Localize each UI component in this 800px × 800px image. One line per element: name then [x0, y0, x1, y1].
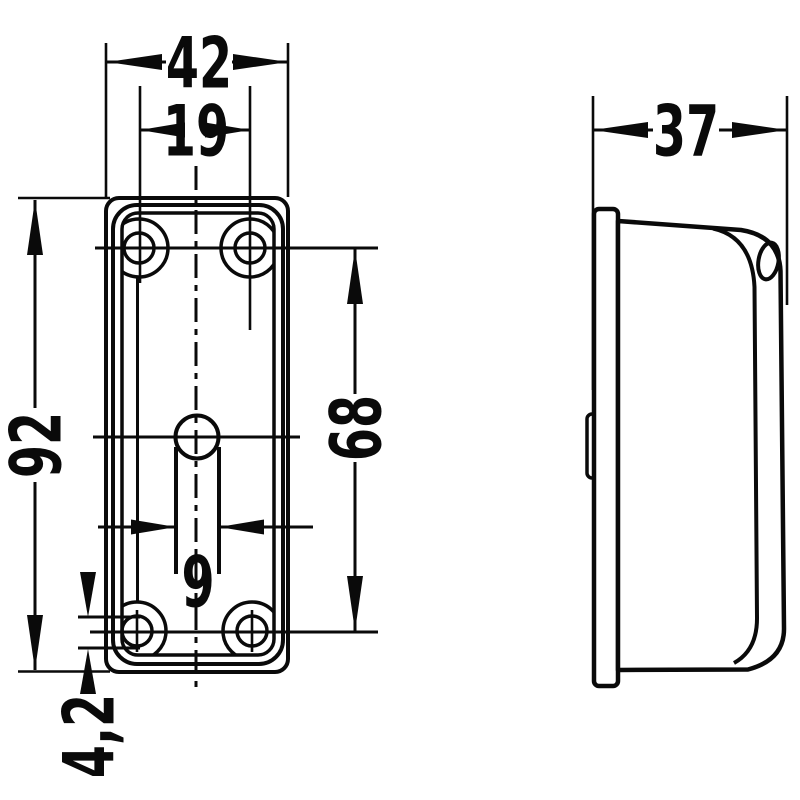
arrow-down-icon [80, 572, 96, 617]
dim-slot-width: 9 [98, 519, 313, 624]
center-hole-and-slot [173, 413, 221, 574]
arrow-down-icon [27, 615, 43, 670]
dim-overall-depth: 37 [591, 91, 789, 390]
arrow-up-icon [347, 249, 363, 304]
arrow-up-icon [27, 200, 43, 255]
housing-outline [111, 203, 285, 666]
lens-profile-outer [615, 218, 787, 673]
arrow-right-icon [131, 519, 176, 535]
dim-label-hole-spacing-y: 68 [316, 395, 398, 461]
boss-bottom-right [221, 600, 274, 655]
side-view: 37 [585, 91, 789, 689]
body-outlines [104, 196, 290, 674]
arrow-left-icon [140, 122, 185, 138]
arrow-right-icon [233, 54, 288, 70]
arrow-left-icon [219, 519, 264, 535]
dim-overall-height: 92 [0, 196, 110, 673]
arrow-right-icon [205, 122, 250, 138]
dim-label-slot-width: 9 [181, 542, 214, 624]
front-view: 42 19 92 68 [0, 23, 398, 778]
flange-profile [591, 206, 621, 689]
dim-label-depth: 37 [653, 91, 719, 173]
dim-label-hole-spacing-x: 19 [163, 91, 229, 173]
arrow-up-icon [80, 649, 96, 694]
dim-label-width: 42 [166, 23, 232, 105]
arrow-down-icon [347, 576, 363, 631]
dim-mounting-hole-diameter: 4,2 [49, 572, 140, 778]
dim-hole-spacing-horizontal: 19 [138, 86, 252, 330]
dim-hole-spacing-vertical: 68 [316, 249, 398, 631]
dim-label-height: 92 [0, 412, 78, 478]
screw-hole-profile [756, 240, 781, 282]
flange-outline [104, 196, 290, 674]
lens-outline [120, 211, 276, 657]
center-hole [173, 413, 221, 461]
arrow-right-icon [732, 122, 787, 138]
lens-profile-inner [712, 226, 760, 665]
arrow-left-icon [593, 122, 648, 138]
arrow-left-icon [107, 54, 162, 70]
dim-label-hole-diameter: 4,2 [49, 694, 131, 778]
dim-overall-width: 42 [104, 23, 290, 197]
